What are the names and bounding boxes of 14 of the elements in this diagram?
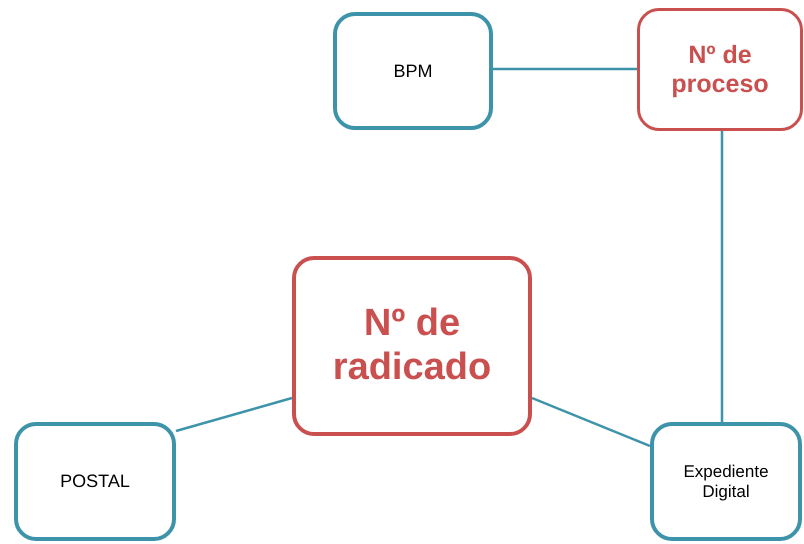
node-label: POSTAL: [60, 471, 130, 492]
rounded-box: [292, 256, 532, 436]
connector-line: [720, 131, 724, 422]
connector-line: [532, 396, 650, 448]
rounded-box: [637, 8, 803, 131]
node-label: Nº de radicado: [332, 302, 492, 390]
node-label: BPM: [393, 60, 432, 82]
connector-line: [176, 396, 292, 432]
rounded-box: [650, 422, 802, 541]
node-label: Nº de proceso: [670, 40, 770, 98]
connector-line: [493, 68, 637, 70]
node-label: Expediente Digital: [682, 462, 770, 502]
rounded-box: [14, 422, 176, 541]
rounded-box: [333, 12, 493, 130]
